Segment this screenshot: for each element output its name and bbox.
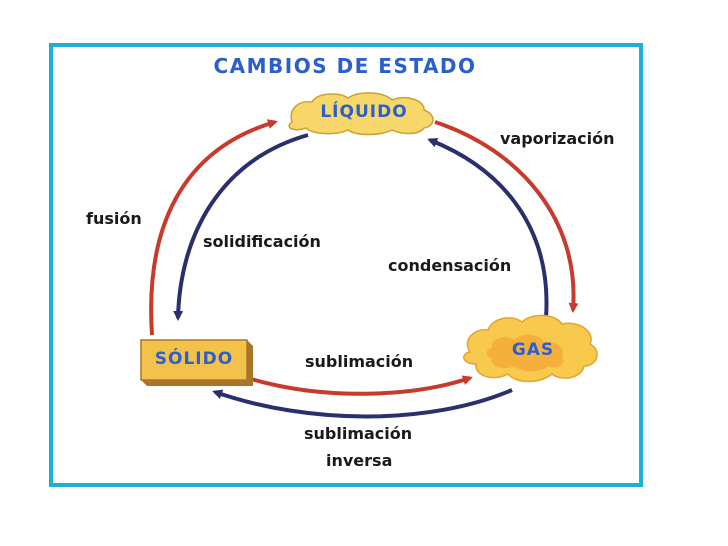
state-solid-label: SÓLIDO	[154, 349, 234, 369]
liquid-cloud-shape	[288, 92, 434, 136]
solid-block-shape	[140, 339, 253, 386]
condensation-label: condensación	[388, 256, 512, 275]
inverse-sublimation-label-line1: sublimación	[304, 424, 413, 443]
inverse-sublimation-arrow	[212, 388, 513, 419]
condensation-arrow	[427, 137, 549, 319]
fusion-arrow	[149, 119, 278, 336]
vaporization-arrow	[434, 120, 579, 313]
sublimation-label: sublimación	[305, 352, 414, 371]
state-gas-label: GAS	[511, 340, 555, 360]
solidification-arrow	[173, 133, 309, 321]
gas-cloud-inner	[486, 334, 564, 372]
solidification-label: solidificación	[203, 232, 321, 251]
inverse-sublimation-label-line2: inversa	[326, 451, 393, 470]
sublimation-arrow	[247, 375, 473, 396]
fusion-label: fusión	[86, 209, 142, 228]
diagram-title: CAMBIOS DE ESTADO	[213, 54, 477, 78]
state-liquid-label: LÍQUIDO	[320, 102, 408, 122]
vaporization-label: vaporización	[500, 129, 615, 148]
